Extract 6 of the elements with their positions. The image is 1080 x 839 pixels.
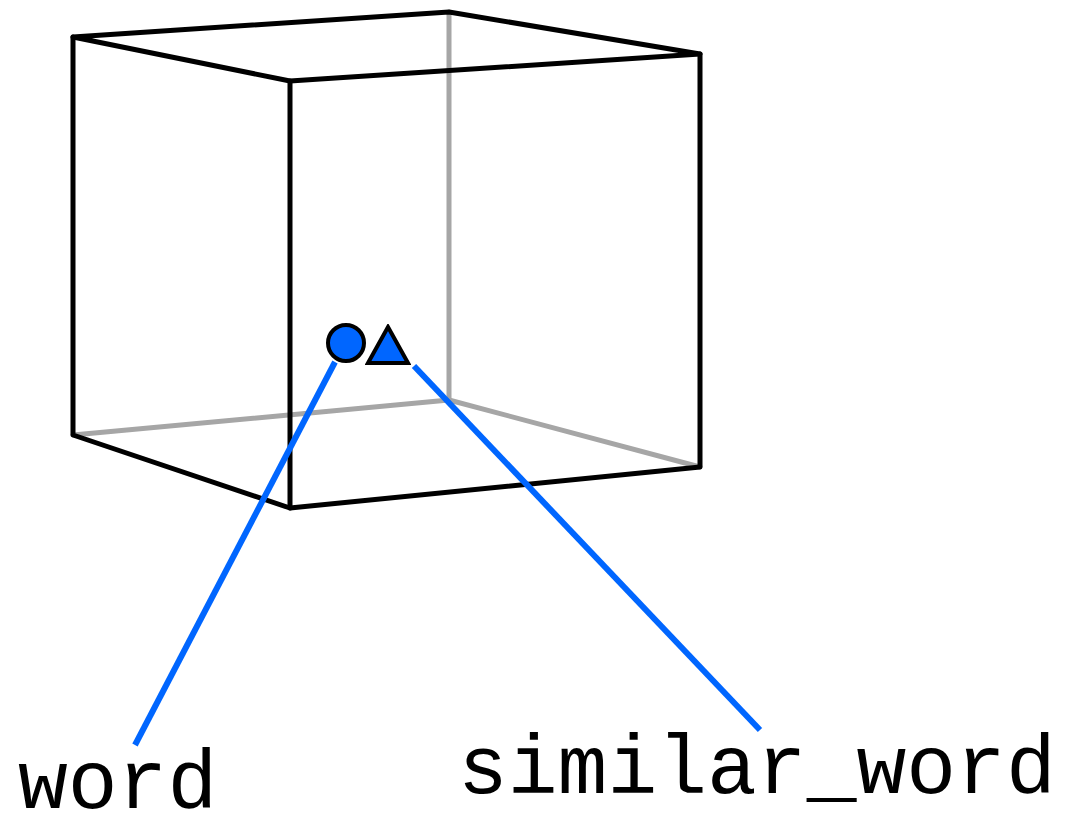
triangle-marker (365, 324, 411, 366)
leader-line (411, 363, 763, 733)
term-label: similar_word (458, 730, 1056, 813)
leader-line (132, 360, 338, 747)
term-label: word (18, 745, 218, 828)
circle-marker (325, 322, 367, 364)
